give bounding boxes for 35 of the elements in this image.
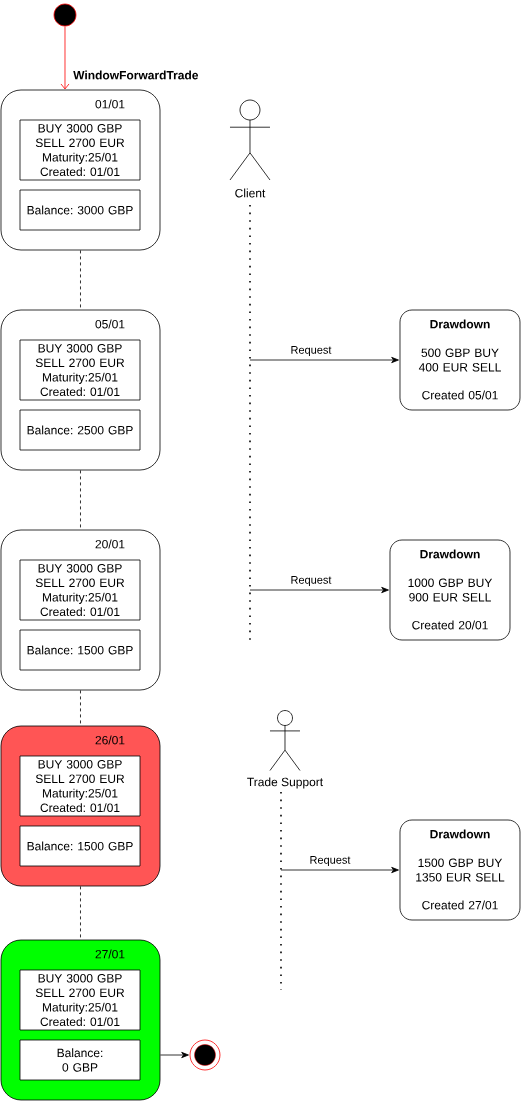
balance-box: Balance: 2500 GBP [19, 409, 141, 451]
dashed-line [80, 690, 81, 726]
trade-details-box: BUY 3000 GBP SELL 2700 EUR Maturity:25/01 Created: 01/01 [19, 339, 141, 401]
drawdown-box: Drawdown 1000 GBP BUY 900 EUR SELL Created 20/01 [389, 539, 511, 641]
end-circle [189, 1039, 221, 1071]
edge-label: Request [289, 345, 333, 357]
arrow [249, 356, 399, 364]
arrow [280, 866, 399, 874]
edge-label: Request [289, 575, 333, 587]
edge-label: WindowForwardTrade [72, 69, 200, 81]
edge-label: Request [308, 855, 352, 867]
trade-details-box: BUY 3000 GBP SELL 2700 EUR Maturity:25/01 Created: 01/01 [19, 755, 141, 817]
balance-box: Balance: 0 GBP [19, 1039, 141, 1081]
trade-details-box: BUY 3000 GBP SELL 2700 EUR Maturity:25/01 Created: 01/01 [19, 969, 141, 1031]
actor-label: Client [235, 188, 266, 198]
trade-details-box: BUY 3000 GBP SELL 2700 EUR Maturity:25/01 Created: 01/01 [19, 119, 141, 181]
date-label: 27/01 [95, 949, 125, 959]
balance-box: Balance: 1500 GBP [19, 629, 141, 671]
dashed-line [80, 470, 81, 530]
arrow [60, 26, 70, 90]
date-label: 26/01 [95, 735, 125, 745]
drawdown-box: Drawdown 500 GBP BUY 400 EUR SELL Created 05/01 [399, 309, 521, 411]
arrow [160, 1051, 189, 1059]
date-label: 05/01 [95, 319, 125, 329]
balance-box: Balance: 3000 GBP [19, 189, 141, 231]
start-circle [53, 3, 77, 27]
actor-label: Trade Support [247, 777, 323, 789]
dashed-line [80, 250, 81, 310]
date-label: 01/01 [95, 99, 125, 109]
date-label: 20/01 [95, 539, 125, 549]
dashed-line [80, 886, 81, 940]
trade-details-box: BUY 3000 GBP SELL 2700 EUR Maturity:25/01 Created: 01/01 [19, 559, 141, 621]
drawdown-box: Drawdown 1500 GBP BUY 1350 EUR SELL Created 27/01 [399, 819, 521, 921]
arrow [249, 586, 389, 594]
balance-box: Balance: 1500 GBP [19, 825, 141, 867]
